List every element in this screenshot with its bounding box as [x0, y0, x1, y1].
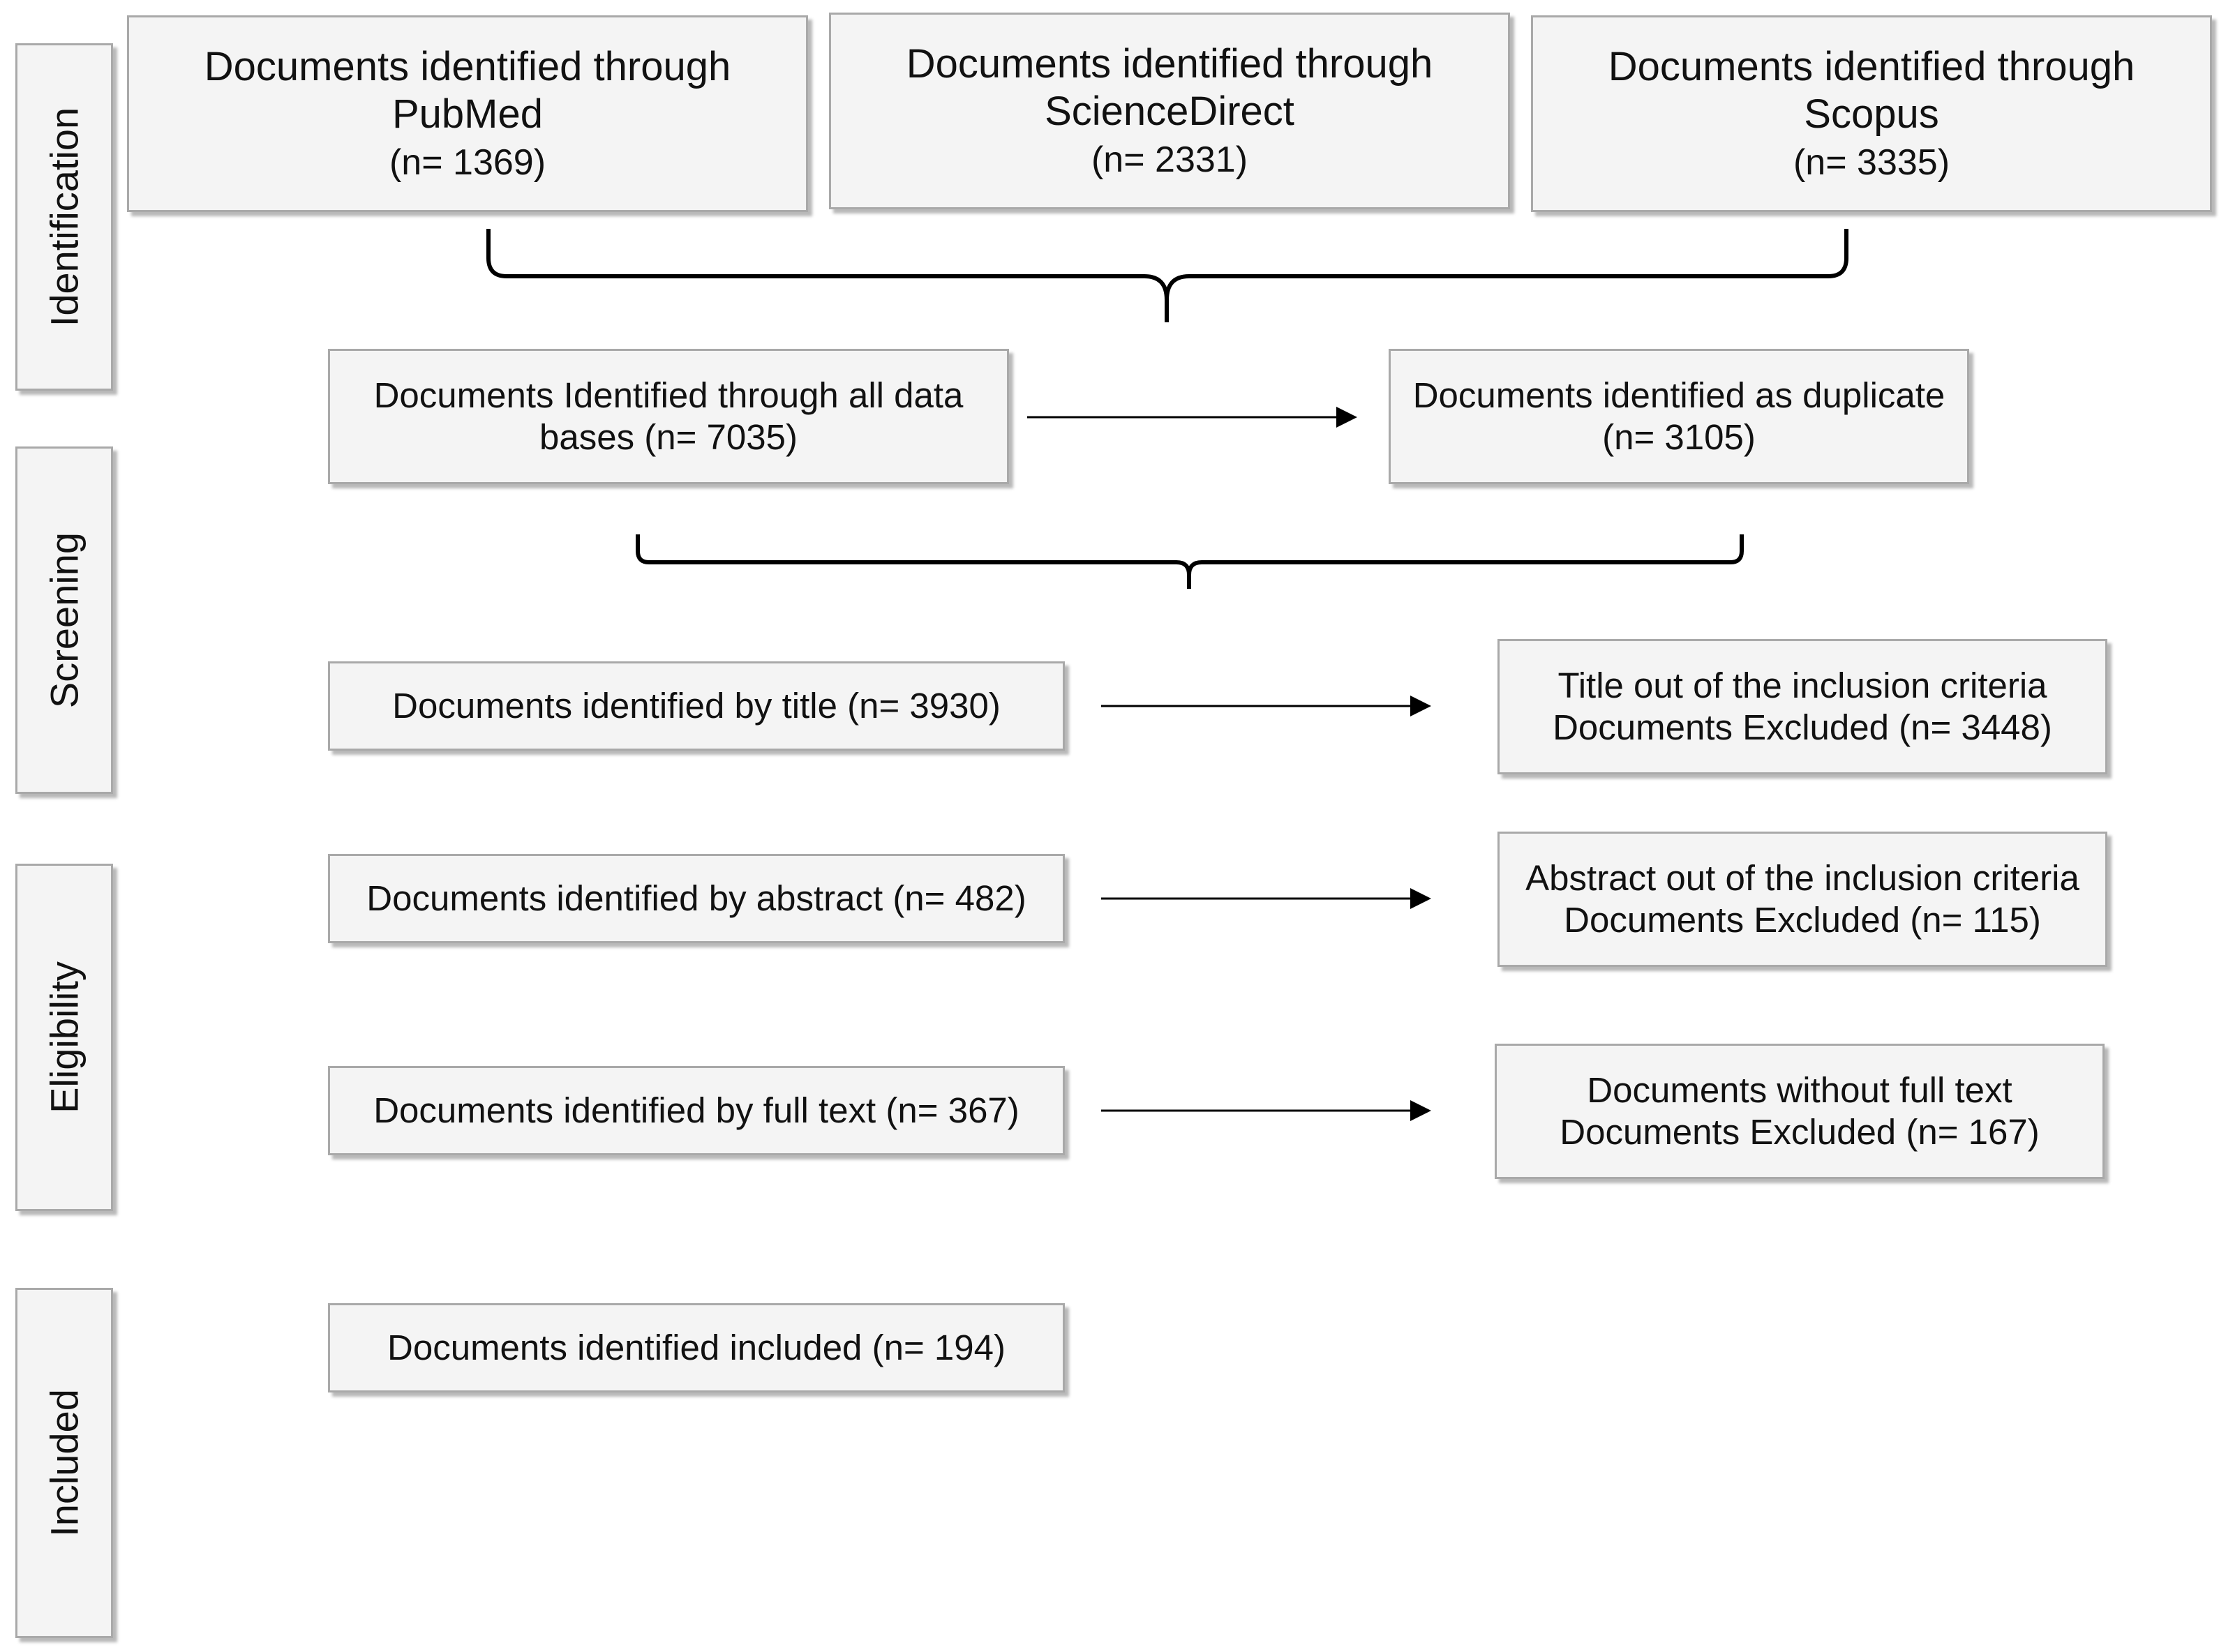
fulltext-box: Documents identified by full text (n= 36… [328, 1066, 1065, 1155]
phase-eligibility: Eligibility [15, 864, 113, 1211]
duplicates-line1: Documents identified as duplicate [1412, 375, 1945, 415]
included-box: Documents identified included (n= 194) [328, 1303, 1065, 1392]
all-databases-box: Documents Identified through all data ba… [328, 349, 1009, 484]
phase-screening: Screening [15, 446, 113, 794]
source-label: Documents identified through [1608, 43, 2135, 89]
title-excluded-line1: Title out of the inclusion criteria [1557, 665, 2047, 705]
source-box-sciencedirect: Documents identified through ScienceDire… [829, 13, 1510, 209]
source-label: Documents identified through [906, 40, 1433, 87]
source-name: Scopus [1804, 91, 1939, 137]
source-count: (n= 3335) [1793, 142, 1950, 183]
abstract-box: Documents identified by abstract (n= 482… [328, 854, 1065, 943]
phase-identification: Identification [15, 43, 113, 391]
duplicates-box: Documents identified as duplicate (n= 31… [1389, 349, 1969, 484]
source-count: (n= 1369) [389, 142, 546, 183]
title-box-label: Documents identified by title (n= 3930) [392, 685, 1001, 726]
source-box-scopus: Documents identified through Scopus (n= … [1531, 15, 2212, 212]
duplicates-line2: (n= 3105) [1602, 417, 1756, 457]
source-count: (n= 2331) [1091, 139, 1248, 180]
fulltext-excluded-box: Documents without full text Documents Ex… [1495, 1044, 2105, 1179]
abstract-excluded-box: Abstract out of the inclusion criteria D… [1497, 832, 2107, 967]
fulltext-excluded-line2: Documents Excluded (n= 167) [1560, 1112, 2040, 1152]
fulltext-excluded-line1: Documents without full text [1587, 1069, 2012, 1110]
title-excluded-box: Title out of the inclusion criteria Docu… [1497, 639, 2107, 774]
phase-included: Included [15, 1288, 113, 1638]
all-databases-line2: bases (n= 7035) [539, 417, 798, 457]
source-box-pubmed: Documents identified through PubMed (n= … [127, 15, 808, 212]
brace-sources [486, 229, 1848, 322]
source-label: Documents identified through [204, 43, 731, 89]
brace-databases [636, 534, 1744, 589]
source-name: PubMed [391, 91, 544, 137]
fulltext-box-label: Documents identified by full text (n= 36… [373, 1090, 1019, 1130]
all-databases-line1: Documents Identified through all data [373, 375, 964, 415]
abstract-box-label: Documents identified by abstract (n= 482… [366, 878, 1026, 918]
source-name: ScienceDirect [1045, 89, 1294, 135]
title-box: Documents identified by title (n= 3930) [328, 661, 1065, 751]
included-box-label: Documents identified included (n= 194) [387, 1327, 1006, 1367]
abstract-excluded-line2: Documents Excluded (n= 115) [1564, 900, 2041, 940]
title-excluded-line2: Documents Excluded (n= 3448) [1553, 707, 2052, 747]
abstract-excluded-line1: Abstract out of the inclusion criteria [1525, 857, 2079, 898]
